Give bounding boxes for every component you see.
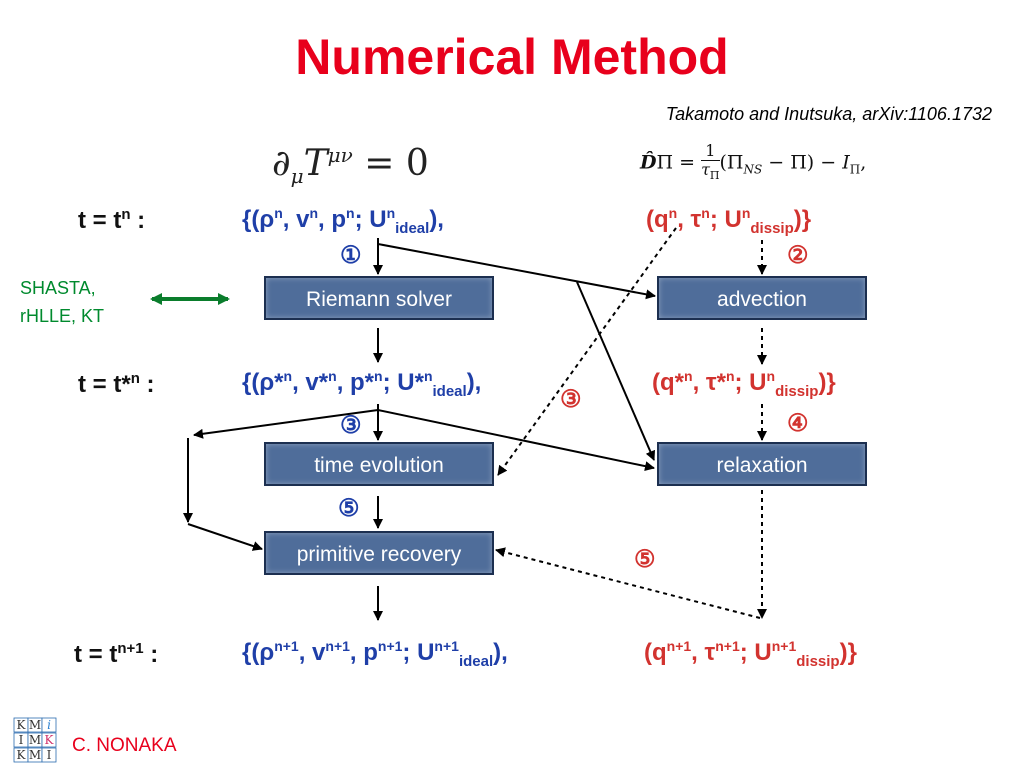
svg-text:K: K bbox=[17, 748, 27, 762]
step-1-marker: ① bbox=[340, 242, 362, 269]
arrow-left-to-primitive bbox=[187, 523, 263, 551]
ideal-variables-tstar: {(ρ*n, v*n, p*n; U*nideal), bbox=[242, 368, 482, 400]
dissip-variables-tstar: (q*n, τ*n; Undissip)} bbox=[652, 368, 836, 400]
svg-text:I: I bbox=[47, 748, 52, 762]
time-label-tn1: t = tn+1 : bbox=[74, 640, 159, 668]
arrow-tn-to-advection bbox=[377, 243, 656, 300]
time-label-tstar: t = t*n : bbox=[78, 370, 155, 398]
svg-text:I: I bbox=[19, 733, 24, 747]
svg-text:M: M bbox=[29, 718, 41, 732]
arrow-relaxation-to-primitive bbox=[495, 547, 761, 619]
time-evolution-box: time evolution bbox=[264, 442, 494, 486]
svg-text:K: K bbox=[45, 733, 55, 747]
primitive-recovery-box: primitive recovery bbox=[264, 531, 494, 575]
scheme-line-1: SHASTA, bbox=[20, 278, 96, 298]
arrow-tstar-to-relaxation bbox=[377, 409, 655, 472]
advection-box: advection bbox=[657, 276, 867, 320]
svg-text:M: M bbox=[29, 733, 41, 747]
scheme-line-2: rHLLE, KT bbox=[20, 306, 105, 326]
conservation-equation: ∂μTμν = 0 bbox=[272, 143, 429, 189]
step-5-marker-left: ⑤ bbox=[338, 495, 360, 522]
svg-text:M: M bbox=[29, 748, 41, 762]
svg-text:K: K bbox=[17, 718, 27, 732]
arrow-tn-to-relaxation bbox=[576, 281, 656, 461]
arrow-tstar-to-left bbox=[193, 409, 379, 439]
step-3-marker-left: ③ bbox=[340, 412, 362, 439]
svg-text:i: i bbox=[47, 718, 51, 732]
step-4-marker: ④ bbox=[787, 410, 809, 437]
dissip-variables-tn: (qn, τn; Undissip)} bbox=[646, 205, 812, 237]
reference-citation: Takamoto and Inutsuka, arXiv:1106.1732 bbox=[665, 104, 992, 124]
step-2-marker: ② bbox=[787, 242, 809, 269]
dissip-variables-tn1: (qn+1, τn+1; Un+1dissip)} bbox=[644, 638, 857, 670]
ideal-variables-tn1: {(ρn+1, vn+1, pn+1; Un+1ideal), bbox=[242, 638, 508, 670]
ideal-variables-tn: {(ρn, vn, pn; Unideal), bbox=[242, 205, 444, 237]
arrow-dissip-tn-to-time-evolution bbox=[497, 227, 677, 476]
step-3-marker-right: ③ bbox=[560, 386, 582, 413]
author-name: C. NONAKA bbox=[72, 735, 177, 756]
relaxation-box: relaxation bbox=[657, 442, 867, 486]
scheme-names: SHASTA, rHLLE, KT bbox=[20, 274, 104, 330]
riemann-solver-box: Riemann solver bbox=[264, 276, 494, 320]
slide-title: Numerical Method bbox=[295, 29, 729, 85]
step-5-marker-right: ⑤ bbox=[634, 546, 656, 573]
institute-logo: K M i I M K K M I bbox=[13, 717, 57, 763]
time-label-tn: t = tn : bbox=[78, 206, 146, 234]
